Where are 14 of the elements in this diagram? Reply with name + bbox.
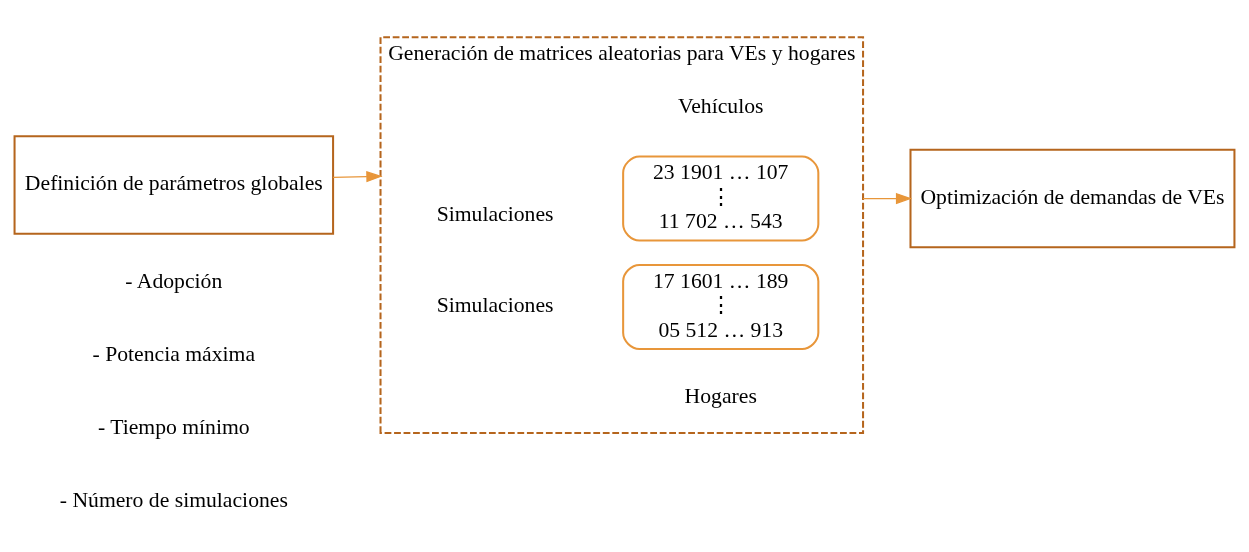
node-box: Optimización de demandas de VEs xyxy=(909,148,1236,248)
label: Simulaciones xyxy=(436,292,554,317)
arrow xyxy=(862,192,913,204)
label: Vehículos xyxy=(677,93,764,118)
label: Hogares xyxy=(684,383,757,408)
node-box: 17 1601 … 189 ⋮ 05 512 … 913 xyxy=(622,263,820,350)
label: - Número de simulaciones xyxy=(59,487,288,512)
label: - Potencia máxima xyxy=(92,341,256,366)
label: - Adopción xyxy=(125,268,223,293)
label: Simulaciones xyxy=(436,201,554,226)
arrow xyxy=(332,170,383,182)
node-box: 23 1901 … 107 ⋮ 11 702 … 543 xyxy=(622,155,820,242)
label: - Tiempo mínimo xyxy=(97,414,250,439)
node-box: Definición de parámetros globales xyxy=(13,134,335,235)
